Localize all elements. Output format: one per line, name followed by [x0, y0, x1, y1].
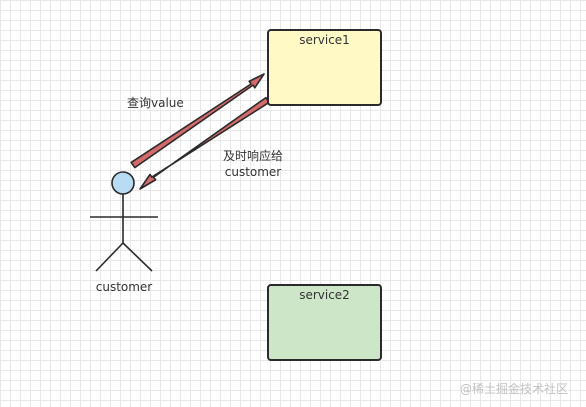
response-label-line2: customer	[224, 165, 282, 179]
actor-right-leg	[122, 242, 153, 272]
watermark-text: @稀土掘金技术社区	[460, 382, 569, 396]
service1-box: service1	[267, 29, 382, 106]
actor-head	[111, 171, 135, 195]
service2-box: service2	[267, 284, 382, 361]
customer-actor-label: customer	[95, 280, 153, 294]
service1-label: service1	[299, 33, 350, 47]
response-arrow-label: 及时响应给 customer	[218, 148, 288, 180]
request-arrow-label: 查询value	[127, 96, 184, 110]
customer-actor-figure	[90, 171, 158, 272]
service2-label: service2	[299, 288, 350, 302]
response-label-line1: 及时响应给	[222, 149, 283, 163]
actor-left-leg	[95, 242, 124, 272]
arrow-response	[139, 96, 270, 190]
arrow-request	[130, 73, 265, 169]
